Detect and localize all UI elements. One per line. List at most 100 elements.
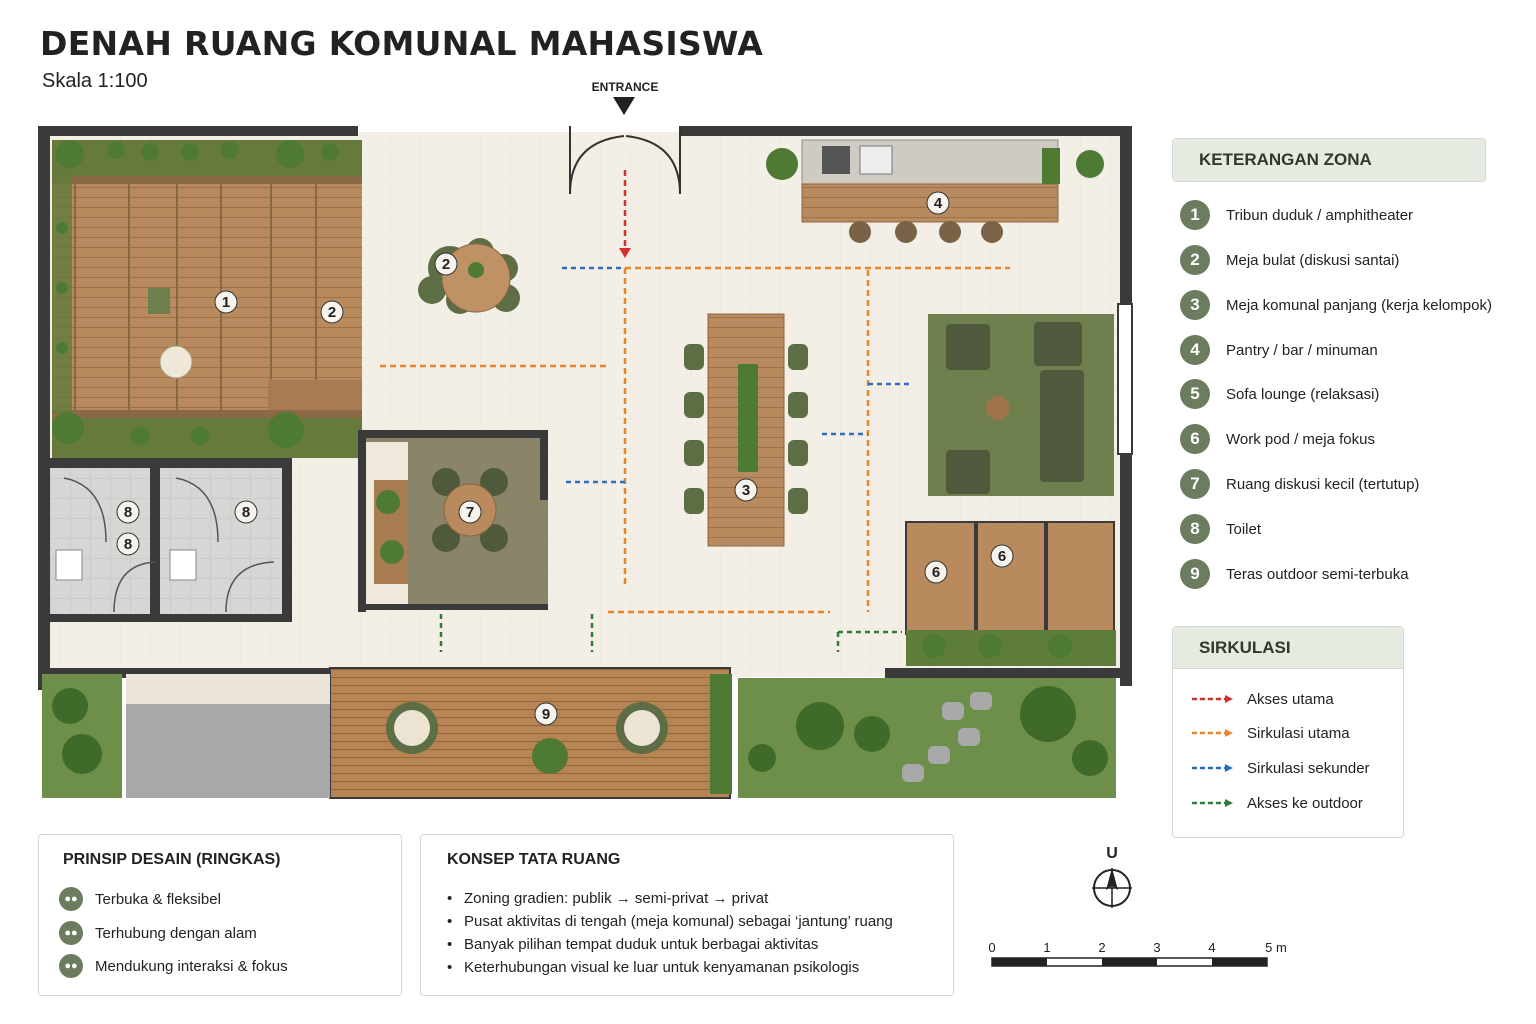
svg-text:3: 3 — [742, 482, 750, 499]
planters-tribun — [52, 140, 339, 448]
entrance-label: ENTRANCE — [591, 80, 659, 94]
north-compass-icon: U — [1090, 842, 1134, 912]
svg-text:8: 8 — [124, 536, 132, 553]
scale-bar: 0 1 2 3 4 5 m — [984, 938, 1304, 978]
svg-text:6: 6 — [932, 564, 940, 581]
zone-item: 7 Ruang diskusi kecil (tertutup) — [1180, 469, 1419, 499]
circulation-outdoor — [439, 614, 902, 652]
people-icon: ●● — [59, 921, 83, 945]
svg-text:2: 2 — [328, 304, 336, 321]
entrance-arrow-icon — [613, 97, 635, 115]
zone-marker-3: 3 — [734, 478, 758, 502]
window-right — [1117, 303, 1133, 455]
zone-marker-9: 9 — [534, 702, 558, 726]
zone-marker-8a: 8 — [116, 500, 140, 524]
zone-label: Work pod / meja fokus — [1226, 430, 1375, 448]
zone-marker-6b: 6 — [990, 544, 1014, 568]
concept-item: Banyak pilihan tempat duduk untuk berbag… — [447, 933, 893, 956]
concept-list: Zoning gradien: publik → semi-privat → p… — [447, 887, 893, 979]
scale-tick-label: 4 — [1208, 940, 1215, 955]
zone-number: 2 — [1180, 245, 1210, 275]
svg-text:8: 8 — [242, 504, 250, 521]
zone-label: Teras outdoor semi-terbuka — [1226, 565, 1409, 583]
scale-tick-label: 5 m — [1265, 940, 1287, 955]
zone-legend-title: KETERANGAN ZONA — [1173, 139, 1485, 181]
svg-text:2: 2 — [442, 256, 450, 273]
circulation-title: SIRKULASI — [1173, 627, 1403, 669]
floor-plan-svg: 1 2 2 3 4 6 6 7 8 8 8 9 — [38, 126, 1133, 799]
zone-legend-header: KETERANGAN ZONA — [1172, 138, 1486, 182]
zone-number: 3 — [1180, 290, 1210, 320]
circulation-label: Sirkulasi utama — [1247, 724, 1350, 742]
zone-marker-4: 4 — [926, 191, 950, 215]
terrace-area — [329, 667, 732, 799]
principle-item: ●● Mendukung interaksi & fokus — [59, 954, 288, 978]
circulation-label: Sirkulasi sekunder — [1247, 759, 1370, 777]
svg-text:1: 1 — [222, 294, 230, 311]
zone-marker-2b: 2 — [434, 252, 458, 276]
toilet-area — [50, 458, 292, 622]
people-icon: ●● — [59, 954, 83, 978]
svg-text:8: 8 — [124, 504, 132, 521]
circulation-label: Akses utama — [1247, 690, 1334, 708]
scale-tick-label: 0 — [988, 940, 995, 955]
page-title: DENAH RUANG KOMUNAL MAHASISWA — [40, 24, 764, 63]
tribun-area — [52, 140, 362, 458]
zone-number: 6 — [1180, 424, 1210, 454]
circulation-secondary — [562, 266, 912, 484]
zone-number: 4 — [1180, 335, 1210, 365]
compass-label: U — [1106, 845, 1118, 862]
design-principles-panel: PRINSIP DESAIN (RINGKAS) ●● Terbuka & fle… — [38, 834, 402, 996]
circulation-item: Sirkulasi sekunder — [1192, 757, 1370, 779]
principle-label: Terbuka & fleksibel — [95, 890, 221, 908]
work-pods — [905, 521, 1116, 666]
circulation-main-access — [619, 170, 631, 258]
circulation-item: Akses ke outdoor — [1192, 792, 1363, 814]
zone-label: Pantry / bar / minuman — [1226, 341, 1378, 359]
sofa-lounge — [928, 314, 1114, 496]
blue-dashed-arrow-icon — [1192, 764, 1233, 772]
zone-number: 9 — [1180, 559, 1210, 589]
communal-table — [684, 313, 808, 547]
concept-item: Pusat aktivitas di tengah (meja komunal)… — [447, 910, 893, 933]
scale-label: Skala 1:100 — [42, 70, 148, 92]
zone-label: Ruang diskusi kecil (tertutup) — [1226, 475, 1420, 493]
scale-tick-label: 1 — [1043, 940, 1050, 955]
svg-text:6: 6 — [998, 548, 1006, 565]
zone-marker-8b: 8 — [116, 532, 140, 556]
svg-text:7: 7 — [466, 504, 474, 521]
zone-label: Toilet — [1226, 520, 1262, 538]
entrance-door — [569, 126, 681, 195]
zone-number: 5 — [1180, 379, 1210, 409]
zone-marker-2a: 2 — [320, 300, 344, 324]
layout-concept-title: KONSEP TATA RUANG — [447, 851, 621, 868]
circulation-label: Akses ke outdoor — [1247, 794, 1363, 812]
layout-concept-panel: KONSEP TATA RUANG Zoning gradien: publik… — [420, 834, 954, 996]
people-icon: ●● — [59, 887, 83, 911]
zone-label: Meja bulat (diskusi santai) — [1226, 251, 1400, 269]
zone-label: Tribun duduk / amphitheater — [1226, 206, 1414, 224]
zone-item: 9 Teras outdoor semi-terbuka — [1180, 559, 1409, 589]
red-dashed-arrow-icon — [1192, 695, 1233, 703]
garden-right — [738, 678, 1116, 798]
circulation-primary — [380, 266, 1010, 614]
concept-item: Zoning gradien: publik → semi-privat → p… — [447, 887, 893, 910]
discussion-room — [358, 430, 548, 612]
zone-marker-8c: 8 — [234, 500, 258, 524]
svg-text:4: 4 — [934, 195, 943, 212]
scale-tick-label: 3 — [1153, 940, 1160, 955]
zone-marker-7: 7 — [458, 500, 482, 524]
design-principles-title: PRINSIP DESAIN (RINGKAS) — [63, 851, 281, 868]
zone-number: 8 — [1180, 514, 1210, 544]
zone-item: 8 Toilet — [1180, 514, 1261, 544]
circulation-item: Sirkulasi utama — [1192, 722, 1350, 744]
zone-number: 7 — [1180, 469, 1210, 499]
scale-tick-label: 2 — [1098, 940, 1105, 955]
zone-item: 2 Meja bulat (diskusi santai) — [1180, 245, 1399, 275]
zone-number: 1 — [1180, 200, 1210, 230]
zone-item: 4 Pantry / bar / minuman — [1180, 335, 1378, 365]
zone-item: 1 Tribun duduk / amphitheater — [1180, 200, 1413, 230]
principle-label: Mendukung interaksi & fokus — [95, 957, 288, 975]
